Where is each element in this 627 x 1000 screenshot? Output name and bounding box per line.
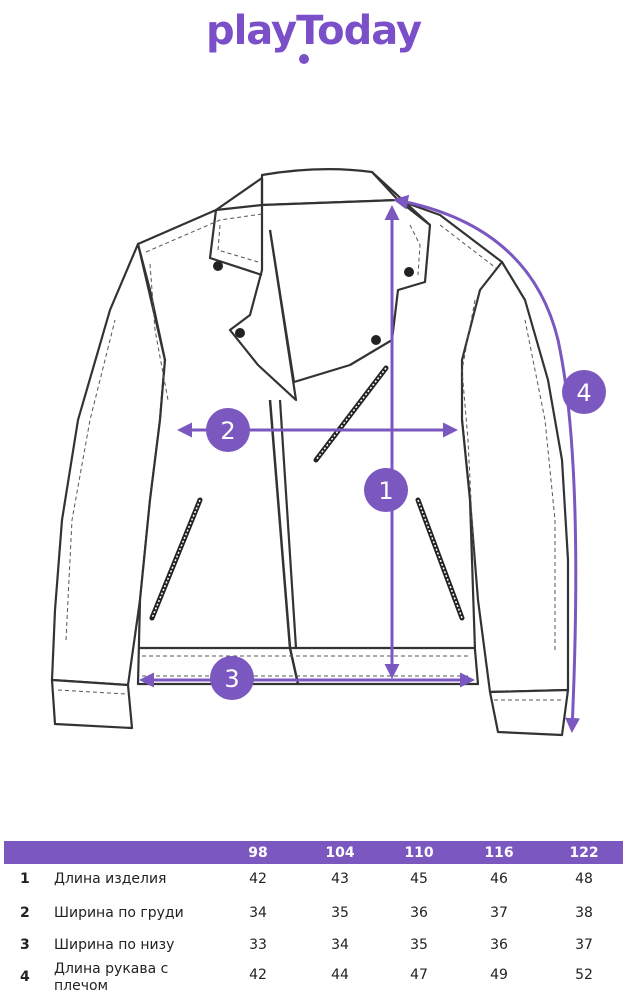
cell: 44: [331, 967, 349, 983]
cell: 33: [249, 937, 267, 953]
cell: 43: [331, 871, 349, 887]
row-number: 1: [20, 871, 30, 887]
cell: 34: [331, 937, 349, 953]
size-table-header: 98 104 110 116 122: [4, 841, 623, 864]
cell: 42: [249, 871, 267, 887]
row-label: Длина рукава с плечом: [54, 961, 169, 994]
row-number: 4: [20, 969, 30, 985]
cell: 38: [575, 905, 593, 921]
row-number: 2: [20, 905, 30, 921]
measurement-lines: [139, 194, 581, 733]
cell: 47: [410, 967, 428, 983]
size-col-104: 104: [325, 845, 355, 861]
cell: 46: [490, 871, 508, 887]
marker-4-label: 4: [576, 379, 591, 407]
size-col-110: 110: [404, 845, 434, 861]
measure-marker-3: 3: [210, 656, 254, 700]
row-label: Длина изделия: [54, 871, 167, 887]
cell: 34: [249, 905, 267, 921]
row-number: 3: [20, 937, 30, 953]
cell: 37: [575, 937, 593, 953]
cell: 36: [490, 937, 508, 953]
cell: 36: [410, 905, 428, 921]
brand-logo: playToday: [205, 8, 422, 54]
row-label: Ширина по груди: [54, 905, 184, 921]
size-col-116: 116: [484, 845, 514, 861]
measure-marker-2: 2: [206, 408, 250, 452]
cell: 48: [575, 871, 593, 887]
cell: 49: [490, 967, 508, 983]
row-label: Ширина по низу: [54, 937, 175, 953]
measure-marker-4: 4: [562, 370, 606, 414]
marker-3-label: 3: [224, 665, 239, 693]
marker-2-label: 2: [220, 417, 235, 445]
cell: 35: [331, 905, 349, 921]
size-col-122: 122: [569, 845, 599, 861]
cell: 42: [249, 967, 267, 983]
cell: 37: [490, 905, 508, 921]
measure-marker-1: 1: [364, 468, 408, 512]
cell: 45: [410, 871, 428, 887]
cell: 35: [410, 937, 428, 953]
cell: 52: [575, 967, 593, 983]
marker-1-label: 1: [378, 477, 393, 505]
size-col-98: 98: [248, 845, 268, 861]
jacket-diagram: 1 2 3 4: [50, 168, 606, 737]
logo-dot: [299, 54, 309, 64]
jacket-outline: [50, 168, 570, 737]
